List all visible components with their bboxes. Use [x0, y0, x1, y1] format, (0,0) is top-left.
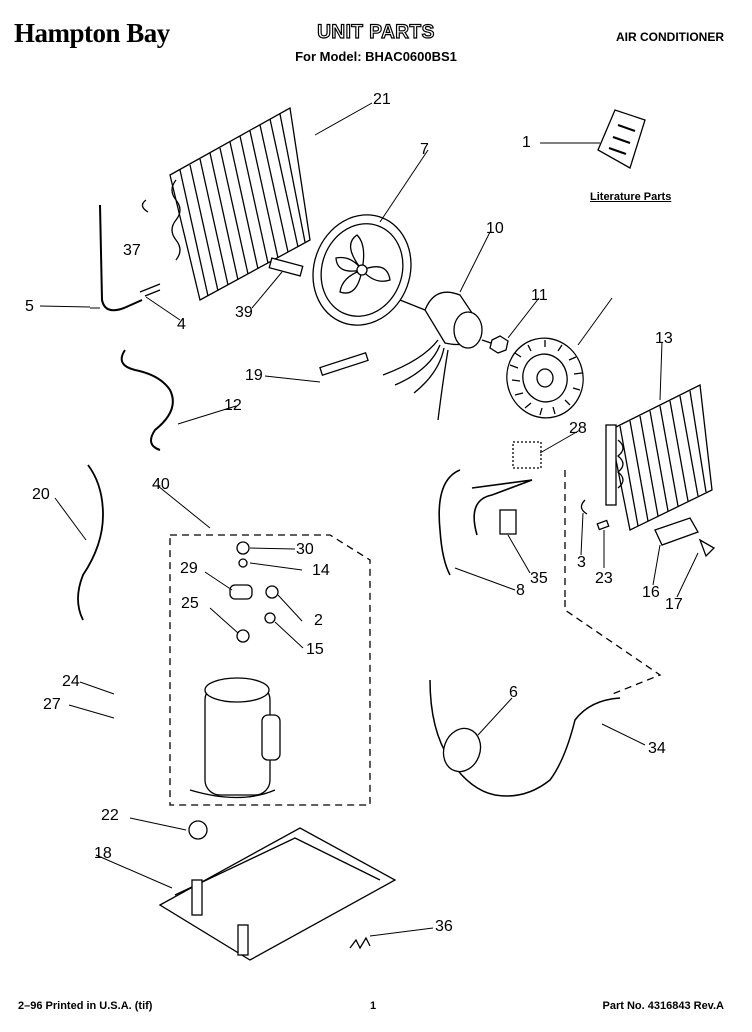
callout-36: 37	[123, 242, 141, 259]
callout-19: 19	[245, 367, 263, 384]
callout-27: 28	[569, 420, 587, 437]
compressor-assembly	[169, 534, 371, 806]
callout-1: 1	[522, 134, 531, 151]
callout-25: 25	[181, 595, 199, 612]
callout-16: 16	[642, 584, 660, 601]
callout-10: 10	[486, 220, 504, 237]
callout-30: 34	[648, 740, 666, 757]
product-name: AIR CONDITIONER	[616, 30, 724, 44]
tubing	[429, 470, 662, 797]
callout-5: 5	[25, 298, 34, 315]
callout-17: 17	[665, 596, 683, 613]
footer-page-number: 1	[370, 1000, 377, 1012]
evaporator-coil	[605, 384, 713, 531]
callout-11: 11	[531, 287, 548, 304]
callout-4: 4	[177, 316, 186, 333]
footer-printed: 2–96 Printed in U.S.A. (tif)	[18, 1000, 153, 1012]
model-line: For Model: BHAC0600BS1	[295, 49, 457, 64]
callout-14: 14	[312, 562, 330, 579]
callout-13: 13	[655, 330, 673, 347]
brand-logo: Hampton Bay	[14, 18, 170, 48]
condenser-coil	[169, 106, 311, 301]
blower-wheel	[506, 337, 584, 419]
callout-26: 27	[43, 696, 61, 713]
callout-35: 36	[435, 918, 453, 935]
base-pan	[158, 820, 397, 961]
footer-part-number: Part No. 4316843 Rev.A	[602, 1000, 724, 1012]
callout-24: 24	[62, 673, 80, 690]
literature-card	[597, 109, 646, 169]
callout-8: 8	[516, 582, 525, 599]
callout-6: 6	[509, 684, 518, 701]
callout-22: 22	[101, 807, 119, 824]
condenser-fan	[312, 214, 412, 326]
leader-lines	[39, 102, 699, 937]
callout-39: 40	[152, 476, 170, 493]
fan-motor	[382, 291, 501, 421]
callout-21: 21	[373, 91, 391, 108]
small-parts	[77, 199, 716, 621]
callout-18: 18	[94, 845, 112, 862]
callout-34: 35	[530, 570, 548, 587]
nut	[489, 335, 509, 354]
callout-12: 12	[224, 397, 242, 414]
callout-15: 15	[306, 641, 324, 658]
callout-20: 20	[32, 486, 50, 503]
callout-29: 30	[296, 541, 314, 558]
callout-28: 29	[180, 560, 198, 577]
callout-3: 3	[577, 554, 586, 571]
callout-37: 39	[235, 304, 253, 321]
page-title: UNIT PARTS	[317, 21, 435, 43]
literature-label: Literature Parts	[590, 191, 672, 203]
callout-2: 2	[314, 612, 323, 629]
callout-7: 7	[420, 141, 429, 158]
callout-23: 23	[595, 570, 613, 587]
